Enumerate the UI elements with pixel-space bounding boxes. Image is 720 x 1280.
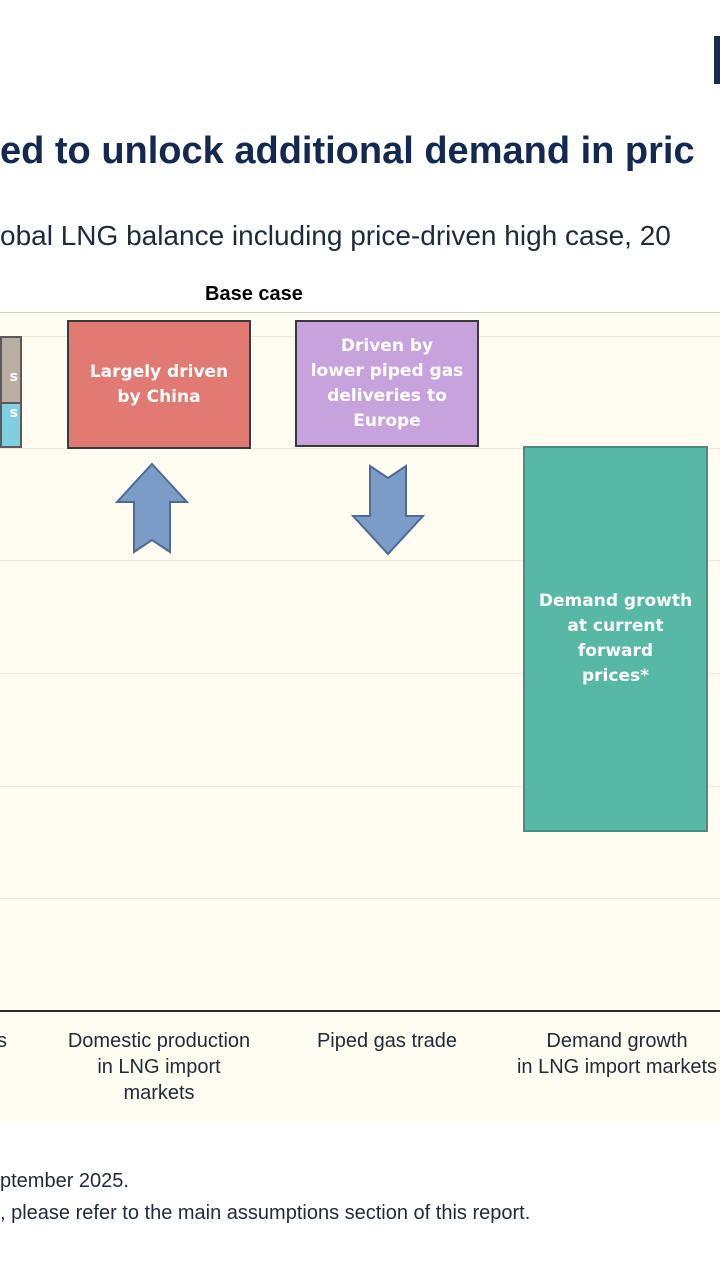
arrow-down-icon	[351, 464, 425, 556]
demand-growth-box-label: Demand growth at current forward prices*	[538, 591, 693, 686]
partial-box-top-label: s	[9, 369, 18, 385]
partial-box-bottom-label: s	[9, 405, 18, 421]
arrow-up-icon	[115, 462, 189, 554]
chart-subtitle: obal LNG balance including price-driven …	[0, 220, 671, 251]
domestic-production-box: Largely driven by China	[67, 320, 251, 449]
category-label-demand-growth: Demand growth in LNG import markets	[516, 1030, 718, 1078]
domestic-production-box-label: Largely driven by China	[89, 361, 229, 407]
logo-mark	[714, 36, 720, 84]
footnote-source: ptember 2025.	[0, 1170, 129, 1192]
piped-gas-box: Driven by lower piped gas deliveries to …	[295, 320, 479, 447]
grid-line	[0, 673, 720, 674]
base-case-rule	[0, 312, 720, 313]
footnote-assumptions: , please refer to the main assumptions s…	[0, 1202, 531, 1224]
x-axis-line	[0, 1010, 720, 1012]
category-label-partial: s	[0, 1030, 7, 1052]
partial-box-bottom: s	[0, 402, 22, 448]
partial-box-top: s	[0, 336, 22, 402]
grid-line	[0, 560, 720, 561]
grid-line	[0, 898, 720, 899]
page-title: ed to unlock additional demand in pric	[0, 130, 695, 172]
grid-line	[0, 448, 720, 449]
base-case-label: Base case	[205, 283, 303, 305]
grid-line	[0, 786, 720, 787]
category-label-piped-gas: Piped gas trade	[316, 1030, 458, 1052]
demand-growth-box: Demand growth at current forward prices*	[523, 446, 708, 832]
category-label-domestic-production: Domestic production in LNG import market…	[67, 1030, 251, 1104]
piped-gas-box-label: Driven by lower piped gas deliveries to …	[310, 335, 464, 431]
